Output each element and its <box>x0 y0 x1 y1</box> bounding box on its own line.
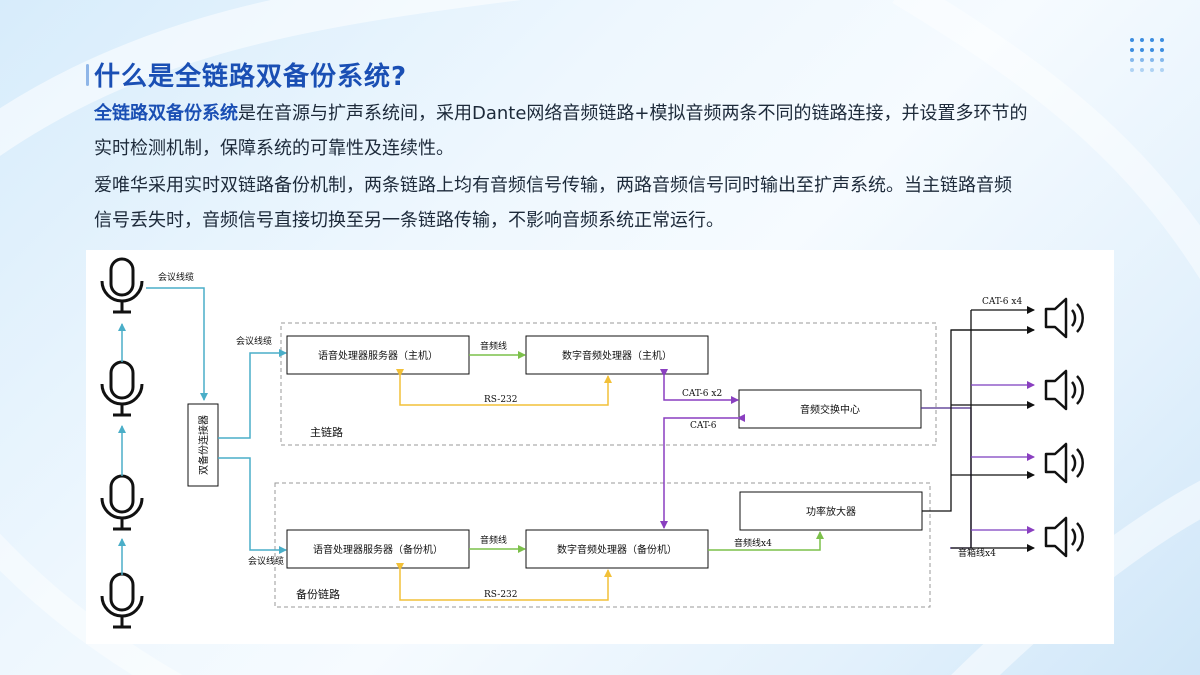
backup-voice-processor <box>286 529 470 569</box>
meeting-cable-line <box>218 457 287 554</box>
intro-paragraph: 全链路双备份系统是在音源与扩声系统间，采用Dante网络音频链路+模拟音频两条不… <box>94 96 1124 166</box>
output-bus-line <box>922 329 1034 512</box>
audio-cable-label: 音频线 <box>480 340 507 352</box>
mechanism-line2: 信号丢失时，音频信号直接切换至另一条链路传输，不影响音频系统正常运行。 <box>94 210 724 231</box>
cat6-line <box>660 369 739 404</box>
intro-line2: 实时检测机制，保障系统的可靠性及连续性。 <box>94 138 454 159</box>
backup-voice-processor-label: 语音处理器服务器（备份机） <box>313 543 443 556</box>
backup-link-group <box>274 482 931 608</box>
meeting-cable-line <box>146 287 208 401</box>
speaker-icon <box>1044 516 1084 558</box>
microphone-icon <box>100 572 144 629</box>
speaker-icon <box>1044 297 1084 339</box>
rs232-label: RS-232 <box>484 395 518 405</box>
backup-dsp <box>525 529 709 569</box>
audio-cable-x4-label: 音频线x4 <box>734 537 772 549</box>
cat6-label: CAT-6 <box>690 421 717 431</box>
audio-cable-x4-line <box>708 531 824 551</box>
switch-center-label: 音频交换中心 <box>800 403 860 416</box>
rs232-line <box>396 369 612 406</box>
dots-decoration-icon <box>1130 38 1164 72</box>
power-amplifier <box>739 491 923 531</box>
mechanism-line1: 爱唯华采用实时双链路备份机制，两条链路上均有音频信号传输，两路音频信号同时输出至… <box>94 175 1012 196</box>
speaker-icon <box>1044 442 1084 484</box>
system-diagram: 会议线缆 双备份连接器 主链路 备份链路 会议线缆 会议线缆 语音处理器服务器（… <box>86 250 1114 644</box>
main-voice-processor-label: 语音处理器服务器（主机） <box>318 349 438 362</box>
audio-cable-label: 音频线 <box>480 534 507 546</box>
audio-switch-center <box>738 389 922 429</box>
main-voice-processor <box>286 335 470 375</box>
title-accent-bar <box>86 64 89 86</box>
cat6-x4-label: CAT-6 x4 <box>982 297 1022 307</box>
microphone-icon <box>100 257 144 314</box>
meeting-cable-label: 会议线缆 <box>248 555 284 567</box>
main-link-label: 主链路 <box>310 425 343 439</box>
meeting-cable-label: 会议线缆 <box>236 335 272 347</box>
rs232-line <box>396 563 612 601</box>
intro-keyword: 全链路双备份系统 <box>94 103 238 124</box>
microphone-icon <box>100 474 144 531</box>
microphone-icon <box>100 360 144 417</box>
cat6-x2-label: CAT-6 x2 <box>682 389 722 399</box>
main-link-group <box>280 322 937 446</box>
output-bus-line <box>921 407 972 549</box>
cat6-line <box>660 414 745 529</box>
rs232-label: RS-232 <box>484 590 518 600</box>
main-dsp <box>525 335 709 375</box>
meeting-cable-line <box>218 349 287 439</box>
intro-line1: 是在音源与扩声系统间，采用Dante网络音频链路+模拟音频两条不同的链路连接，并… <box>238 103 1028 124</box>
main-dsp-label: 数字音频处理器（主机） <box>562 349 672 362</box>
backup-link-label: 备份链路 <box>296 587 340 601</box>
amplifier-label: 功率放大器 <box>806 505 856 518</box>
mechanism-paragraph: 爱唯华采用实时双链路备份机制，两条链路上均有音频信号传输，两路音频信号同时输出至… <box>94 168 1124 238</box>
speaker-icon <box>1044 369 1084 411</box>
page-title: 什么是全链路双备份系统? <box>94 62 408 92</box>
meeting-cable-label: 会议线缆 <box>158 271 194 283</box>
dual-backup-connector <box>187 403 219 487</box>
backup-dsp-label: 数字音频处理器（备份机） <box>557 543 677 556</box>
speaker-cable-label: 音箱线x4 <box>958 547 996 559</box>
connector-label: 双备份连接器 <box>197 415 210 475</box>
